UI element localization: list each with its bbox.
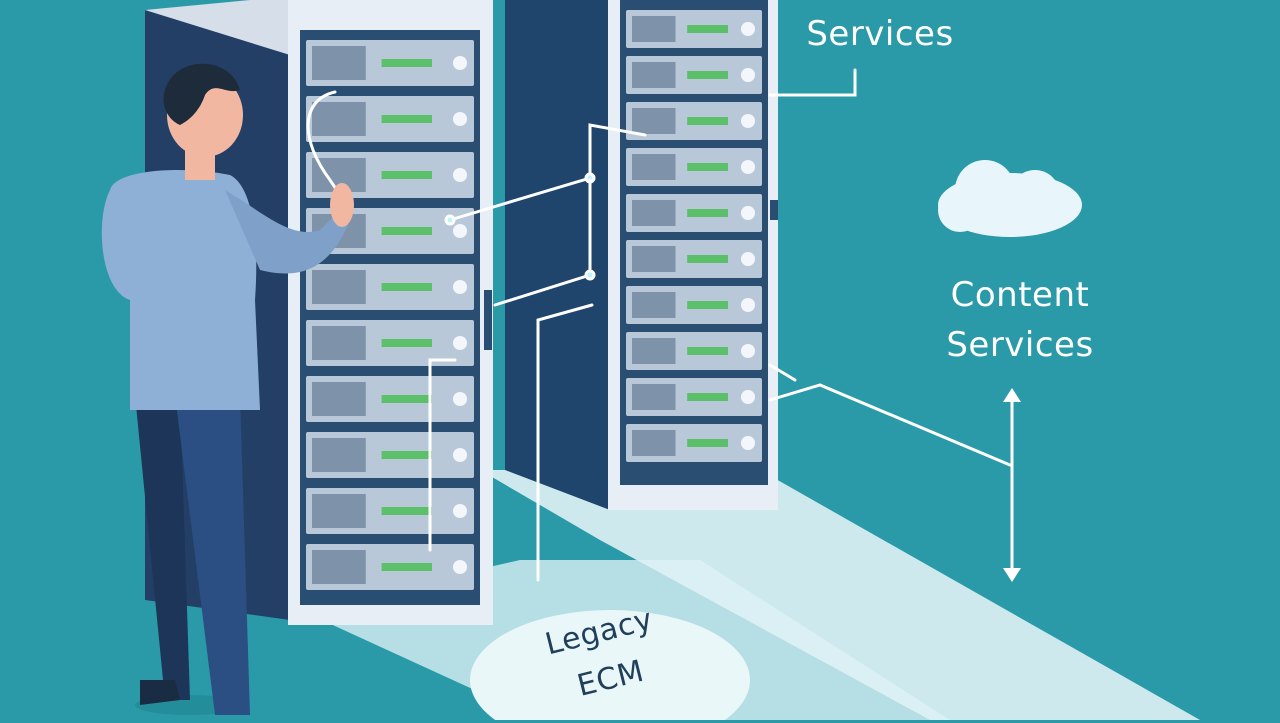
status-led <box>381 339 432 347</box>
server-unit <box>626 194 762 232</box>
status-led <box>381 115 432 123</box>
power-button-icon <box>453 336 467 350</box>
server-unit <box>626 148 762 186</box>
status-led <box>381 283 432 291</box>
server-unit <box>626 378 762 416</box>
status-led <box>381 507 432 515</box>
server-unit <box>306 264 474 310</box>
status-led <box>381 227 432 235</box>
power-button-icon <box>453 168 467 182</box>
power-button-icon <box>453 224 467 238</box>
status-led <box>381 395 432 403</box>
connector-lines <box>306 68 1012 582</box>
power-button-icon <box>453 448 467 462</box>
server-unit <box>626 102 762 140</box>
rack-right-units <box>626 10 762 462</box>
power-button-icon <box>741 252 755 266</box>
status-led <box>381 451 432 459</box>
cloud-icon <box>938 160 1082 237</box>
status-led <box>687 71 728 79</box>
power-button-icon <box>453 504 467 518</box>
power-button-icon <box>453 56 467 70</box>
arrow-down-icon <box>1003 568 1021 582</box>
power-button-icon <box>741 436 755 450</box>
server-unit <box>626 424 762 462</box>
server-unit <box>306 432 474 478</box>
rack-left-units <box>306 40 474 590</box>
power-button-icon <box>741 298 755 312</box>
server-unit <box>306 96 474 142</box>
server-unit <box>626 240 762 278</box>
power-button-icon <box>741 68 755 82</box>
status-led <box>381 171 432 179</box>
status-led <box>381 563 432 571</box>
server-unit <box>306 320 474 366</box>
server-unit <box>306 152 474 198</box>
power-button-icon <box>741 344 755 358</box>
server-rack-left <box>145 0 493 625</box>
status-led <box>687 117 728 125</box>
status-led <box>687 255 728 263</box>
power-button-icon <box>741 160 755 174</box>
server-unit <box>626 332 762 370</box>
status-led <box>687 25 728 33</box>
power-button-icon <box>741 390 755 404</box>
person-figure <box>101 63 354 715</box>
server-rack-right <box>505 0 778 510</box>
power-button-icon <box>741 114 755 128</box>
server-unit <box>306 544 474 590</box>
status-led <box>687 347 728 355</box>
power-button-icon <box>741 22 755 36</box>
server-unit <box>626 56 762 94</box>
server-unit <box>306 376 474 422</box>
server-unit <box>626 10 762 48</box>
power-button-icon <box>741 206 755 220</box>
status-led <box>381 59 432 67</box>
power-button-icon <box>453 392 467 406</box>
status-led <box>687 301 728 309</box>
server-unit <box>306 40 474 86</box>
services-label: Services <box>806 14 954 54</box>
status-led <box>687 163 728 171</box>
power-button-icon <box>453 112 467 126</box>
content-services-line2: Services <box>946 325 1094 365</box>
arrow-up-icon <box>1003 388 1021 402</box>
server-unit <box>626 286 762 324</box>
content-services-line1: Content <box>950 275 1090 315</box>
status-led <box>687 393 728 401</box>
status-led <box>687 209 728 217</box>
power-button-icon <box>453 280 467 294</box>
content-services-label: Content Services <box>900 270 1140 370</box>
server-unit <box>306 488 474 534</box>
status-led <box>687 439 728 447</box>
power-button-icon <box>453 560 467 574</box>
